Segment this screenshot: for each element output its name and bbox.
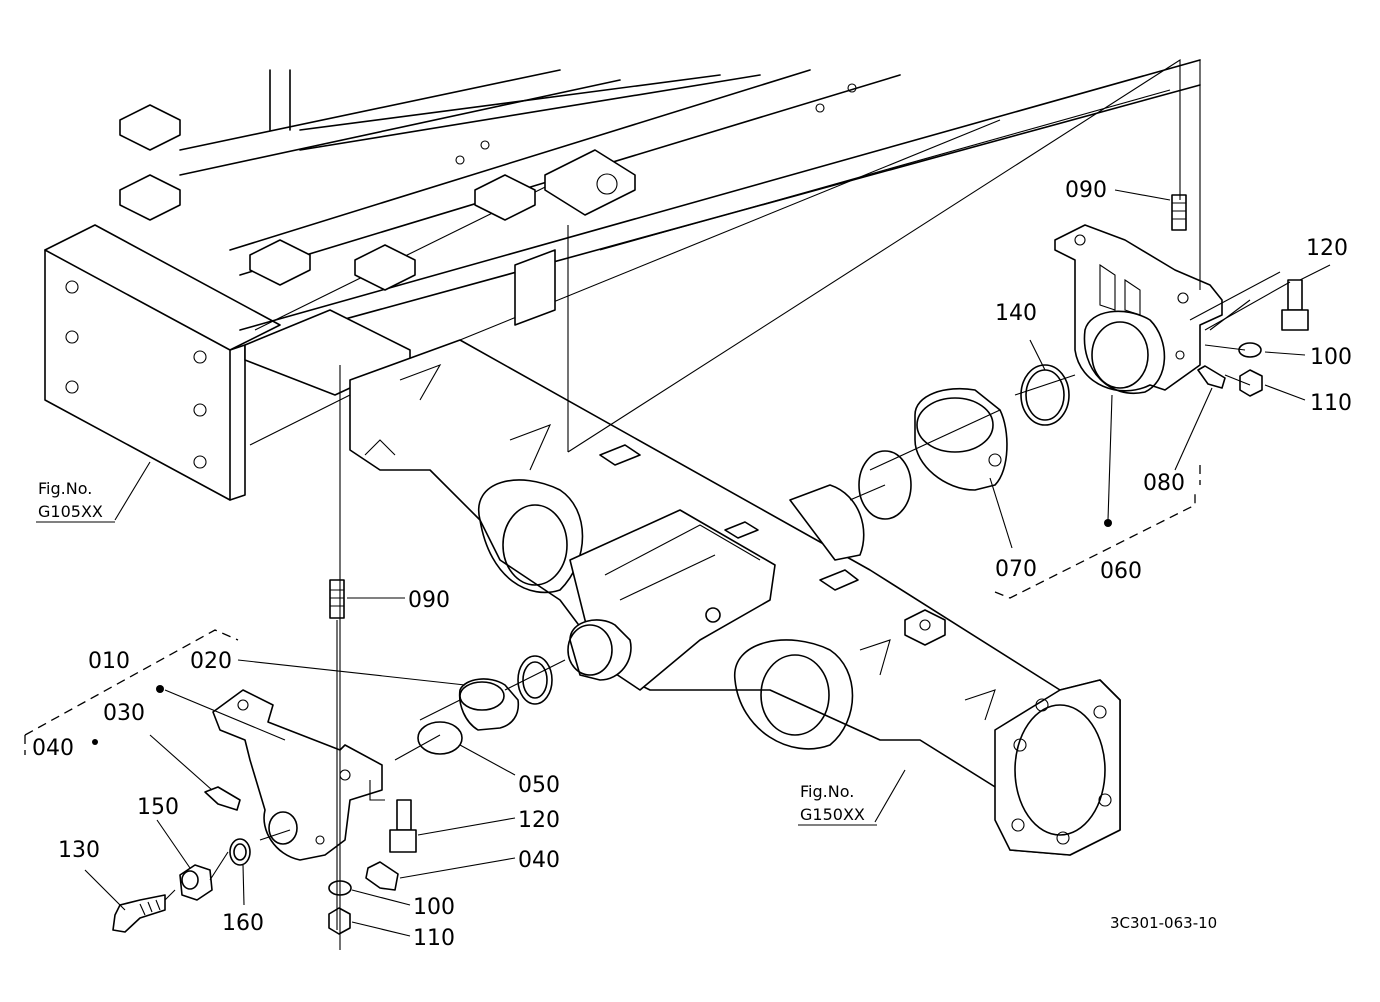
callout-010: 010 bbox=[88, 649, 130, 674]
callout-070: 070 bbox=[995, 557, 1037, 582]
assembly-group-brackets bbox=[24, 465, 1201, 755]
callout-080: 080 bbox=[1143, 471, 1185, 496]
callout-160: 160 bbox=[222, 911, 264, 936]
callout-040-left: 040 bbox=[32, 736, 74, 761]
callout-030: 030 bbox=[103, 701, 145, 726]
callout-040: 040 bbox=[518, 848, 560, 873]
callout-100-bottom: 100 bbox=[413, 895, 455, 920]
callout-130: 130 bbox=[58, 838, 100, 863]
callout-110-bottom: 110 bbox=[413, 926, 455, 951]
right-pivot-bracket bbox=[858, 194, 1309, 520]
assembly-marker-030 bbox=[92, 739, 98, 745]
leader-lines bbox=[84, 58, 1331, 950]
figure-ref-code: G150XX bbox=[800, 805, 865, 824]
callout-150: 150 bbox=[137, 795, 179, 820]
assembly-marker-010 bbox=[156, 685, 164, 693]
assembly-marker-060 bbox=[1104, 519, 1112, 527]
figure-ref-code: G105XX bbox=[38, 502, 103, 521]
callout-050: 050 bbox=[518, 773, 560, 798]
figure-ref-label: Fig.No. bbox=[800, 782, 854, 801]
left-pivot-bracket bbox=[112, 579, 553, 935]
figure-ref-label: Fig.No. bbox=[38, 479, 92, 498]
callout-090-top: 090 bbox=[1065, 178, 1107, 203]
callout-120-bottom: 120 bbox=[518, 808, 560, 833]
callout-060: 060 bbox=[1100, 559, 1142, 584]
figure-ref-housing: Fig.No. G150XX bbox=[798, 782, 877, 826]
drawing-code: 3C301-063-10 bbox=[1110, 914, 1217, 932]
callout-090-mid: 090 bbox=[408, 588, 450, 613]
callout-140: 140 bbox=[995, 301, 1037, 326]
frame-assembly bbox=[44, 59, 1201, 501]
callout-020: 020 bbox=[190, 649, 232, 674]
axle-housing bbox=[349, 339, 1121, 856]
callout-110-right: 110 bbox=[1310, 391, 1352, 416]
callout-120-right: 120 bbox=[1306, 236, 1348, 261]
callout-labels: 090 120 140 100 110 080 070 060 090 010 … bbox=[32, 178, 1352, 951]
callout-100-right: 100 bbox=[1310, 345, 1352, 370]
figure-ref-frame: Fig.No. G105XX bbox=[36, 479, 115, 523]
